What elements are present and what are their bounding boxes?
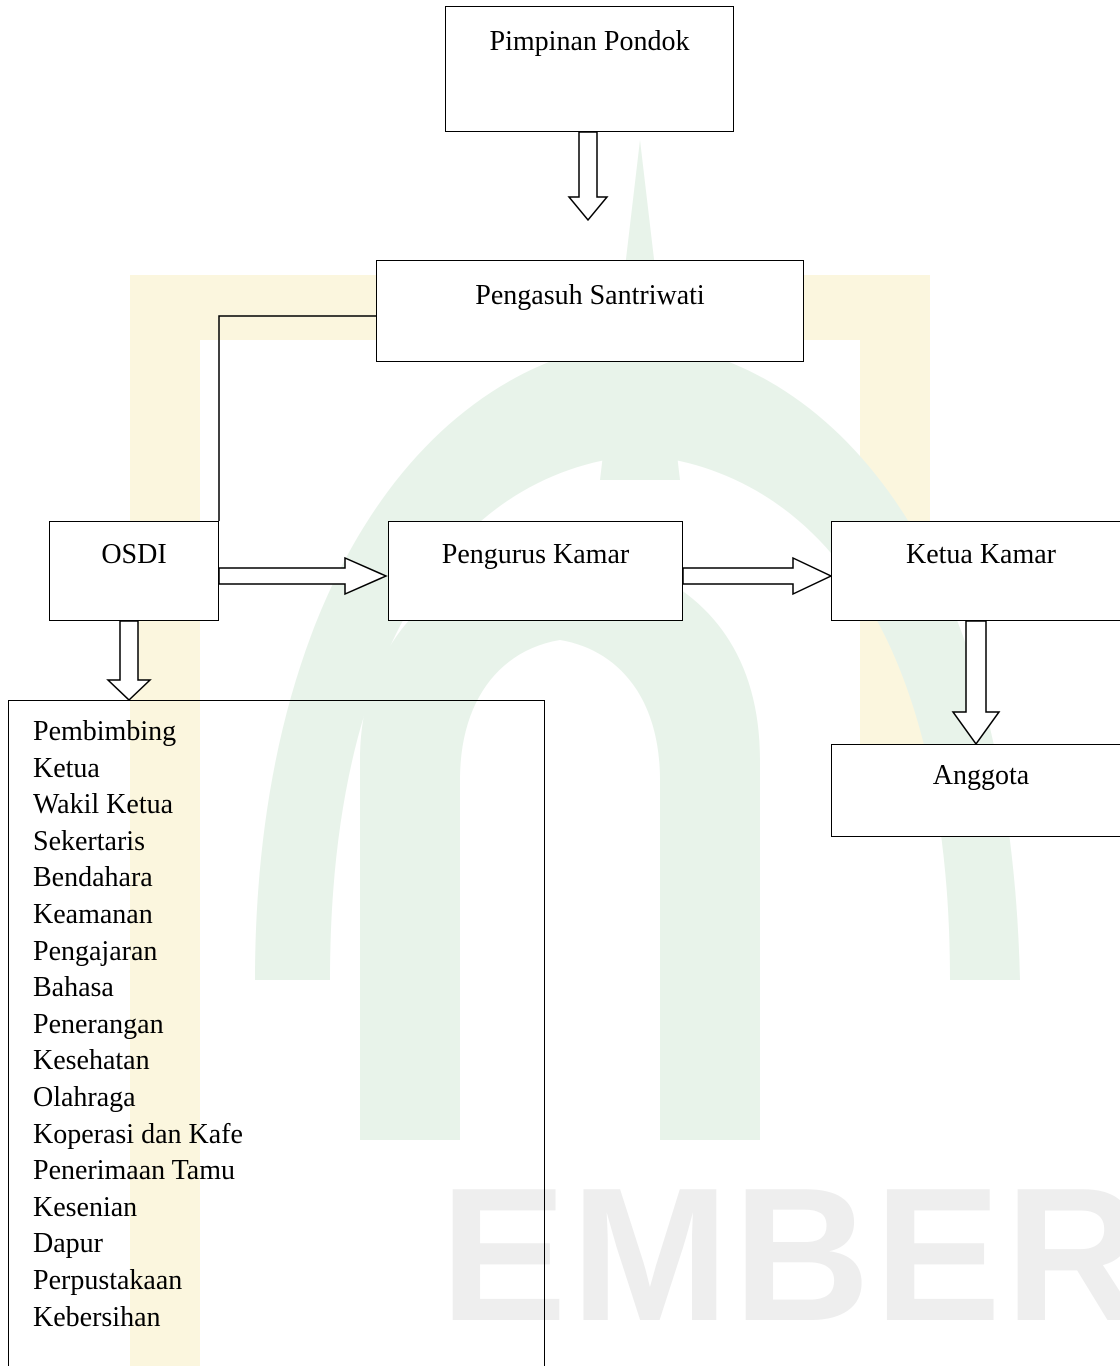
osdi-members-box: Pembimbing Ketua Wakil Ketua Sekertaris … [8, 700, 545, 1366]
list-item: Koperasi dan Kafe [33, 1118, 243, 1150]
list-item: Ketua [33, 752, 100, 784]
watermark-text: EMBER [440, 1149, 1120, 1361]
list-item: Dapur [33, 1228, 103, 1260]
node-ketua-kamar: Ketua Kamar [831, 521, 1120, 621]
node-label: Pengasuh Santriwati [475, 280, 705, 311]
list-item: Olahraga [33, 1081, 136, 1113]
node-label: OSDI [101, 539, 167, 570]
node-label: Pengurus Kamar [441, 539, 630, 570]
node-pengasuh-santriwati: Pengasuh Santriwati [376, 260, 804, 362]
arrow-ketua-to-anggota [951, 620, 1001, 746]
list-item: Keamanan [33, 898, 153, 930]
list-item: Penerangan [33, 1008, 164, 1040]
list-item: Bahasa [33, 972, 114, 1004]
arrow-pimpinan-to-pengasuh [567, 131, 609, 222]
list-item: Wakil Ketua [33, 789, 174, 821]
node-osdi: OSDI [49, 521, 219, 621]
line-pengasuh-to-osdi [218, 315, 376, 521]
list-item: Kebersihan [33, 1301, 161, 1333]
node-anggota: Anggota [831, 744, 1120, 837]
list-item: Perpustakaan [33, 1264, 183, 1296]
list-item: Bendahara [33, 862, 153, 894]
arrow-pengurus-to-ketua [682, 556, 833, 596]
list-item: Penerimaan Tamu [33, 1155, 236, 1187]
list-item: Pengajaran [33, 935, 158, 967]
node-pengurus-kamar: Pengurus Kamar [388, 521, 683, 621]
list-item: Sekertaris [33, 825, 145, 857]
arrow-osdi-to-pengurus [218, 556, 388, 596]
osdi-members-list: Pembimbing Ketua Wakil Ketua Sekertaris … [33, 714, 544, 1336]
node-label: Pimpinan Pondok [489, 26, 690, 57]
arrow-osdi-to-list [106, 620, 152, 702]
list-item: Kesehatan [33, 1045, 150, 1077]
node-pimpinan-pondok: Pimpinan Pondok [445, 6, 734, 132]
node-label: Ketua Kamar [905, 539, 1057, 570]
list-item: Kesenian [33, 1191, 138, 1223]
list-item: Pembimbing [33, 716, 177, 747]
node-label: Anggota [932, 760, 1030, 791]
